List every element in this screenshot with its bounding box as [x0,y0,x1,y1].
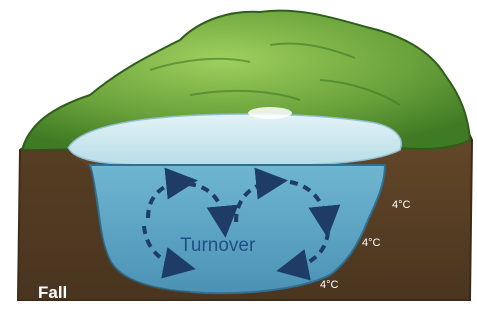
season-label: Fall [38,283,67,302]
turnover-label: Turnover [180,235,256,256]
temperature-label-upper: 4°C [392,199,411,211]
temperature-label-middle: 4°C [362,237,381,249]
temperature-label-lower: 4°C [320,279,339,291]
surface-highlight [248,107,292,119]
